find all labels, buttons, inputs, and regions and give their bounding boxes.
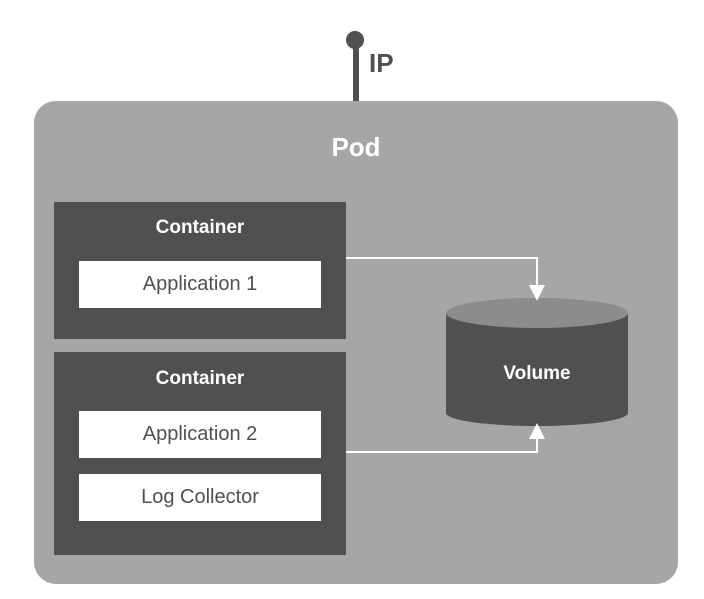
ip-label: IP bbox=[369, 48, 394, 78]
ip-connector-stem bbox=[353, 40, 359, 102]
pod-title: Pod bbox=[331, 132, 381, 162]
container-1-title: Container bbox=[155, 217, 245, 238]
application-2-box: Application 2 bbox=[79, 411, 321, 458]
volume-cylinder bbox=[446, 298, 628, 426]
volume-top bbox=[446, 298, 628, 328]
log-collector-box: Log Collector bbox=[79, 474, 321, 521]
volume-body bbox=[446, 313, 628, 413]
volume-label: Volume bbox=[503, 363, 571, 384]
app1-to-volume-arrow bbox=[346, 257, 545, 301]
volume-bottom bbox=[446, 400, 628, 426]
app2-to-volume-arrow bbox=[346, 423, 545, 453]
container-2-title: Container bbox=[155, 368, 245, 389]
application-1-box: Application 1 bbox=[79, 261, 321, 308]
ip-connector-knob bbox=[346, 31, 364, 49]
